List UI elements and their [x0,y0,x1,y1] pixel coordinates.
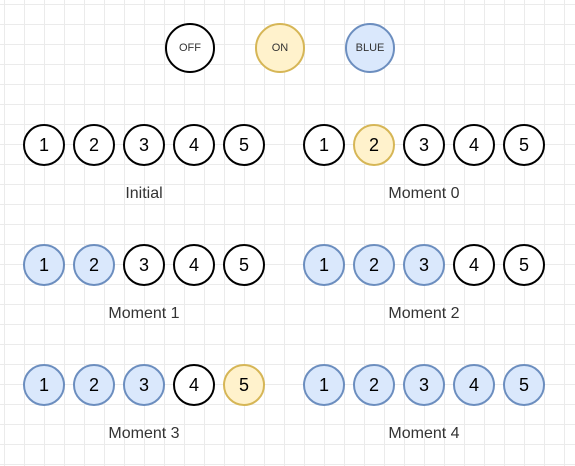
panel-caption: Moment 0 [388,185,460,202]
bulb: 2 [353,364,395,406]
panel-caption: Moment 1 [108,305,180,322]
bulb: 2 [353,124,395,166]
bulb: 1 [303,364,345,406]
panel-caption: Moment 3 [108,425,180,442]
bulb: 3 [123,124,165,166]
bulb: 2 [353,244,395,286]
bulb: 2 [73,244,115,286]
bulb: 3 [123,364,165,406]
bulb: 5 [503,364,545,406]
bulb: 5 [223,244,265,286]
bulb: 4 [453,364,495,406]
bulb: 4 [173,124,215,166]
panel-caption: Moment 4 [388,425,460,442]
bulb: 3 [123,244,165,286]
bulb: 4 [453,244,495,286]
bulb: 1 [303,124,345,166]
bulb: 3 [403,364,445,406]
legend-off: OFF [165,23,215,73]
bulb: 5 [503,244,545,286]
bulb: 2 [73,364,115,406]
bulb: 4 [453,124,495,166]
panel-caption: Initial [125,185,163,202]
bulb: 2 [73,124,115,166]
bulb: 1 [303,244,345,286]
bulb: 4 [173,244,215,286]
bulb: 1 [23,364,65,406]
bulb: 4 [173,364,215,406]
bulb: 1 [23,124,65,166]
bulb: 5 [503,124,545,166]
bulb: 5 [223,124,265,166]
bulb: 3 [403,124,445,166]
bulb: 3 [403,244,445,286]
legend-blue: BLUE [345,23,395,73]
bulb: 5 [223,364,265,406]
legend-on: ON [255,23,305,73]
bulb: 1 [23,244,65,286]
panel-caption: Moment 2 [388,305,460,322]
